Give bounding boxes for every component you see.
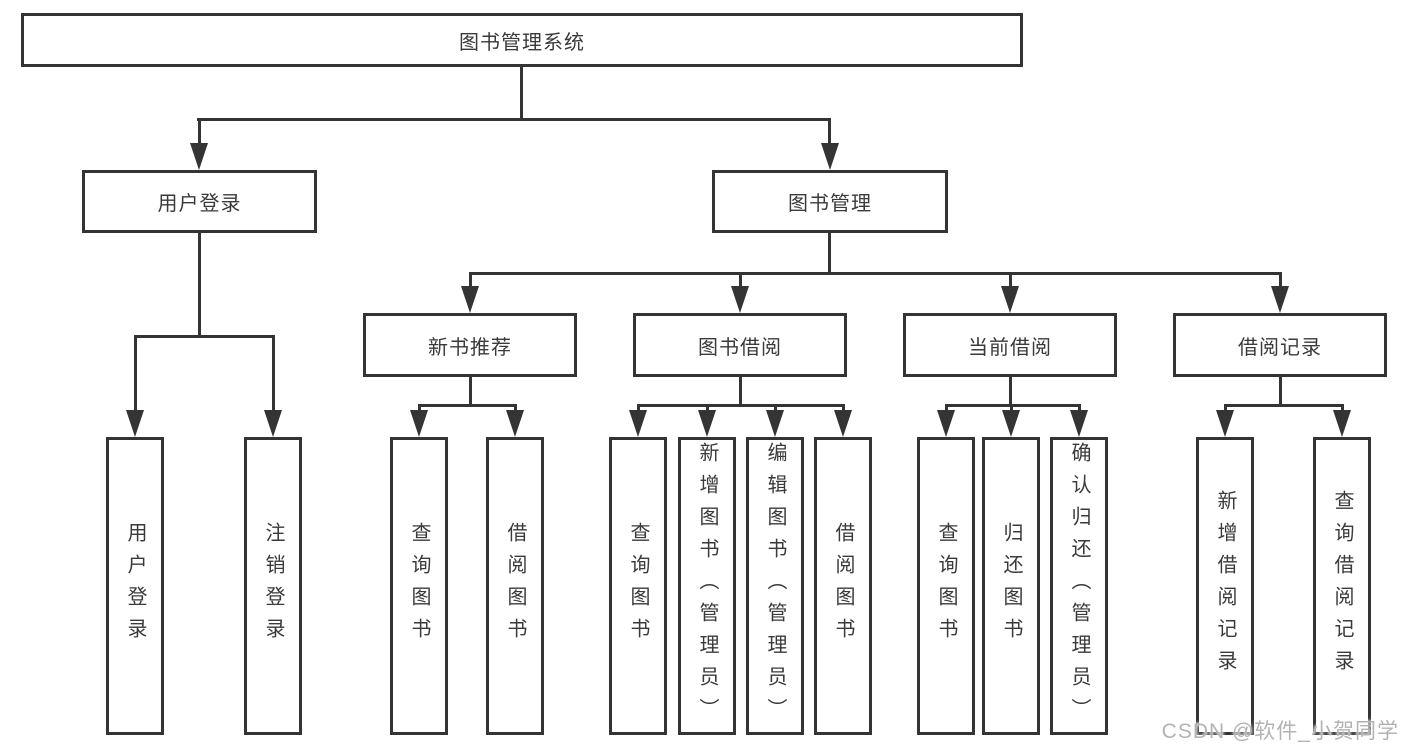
arrowhead-icon [937,410,955,437]
connector-line [774,404,777,414]
arrowhead-icon [1002,410,1020,437]
leaf-label: 注销登录 [262,522,284,650]
arrowhead-icon [698,410,716,437]
connector-line [1341,404,1344,414]
connector-line [1009,377,1012,406]
node-label: 图书管理 [788,193,872,215]
arrowhead-icon [821,143,839,170]
connector-line [418,404,421,414]
node-label: 新书推荐 [428,336,512,359]
connector-line [1224,404,1227,414]
arrowhead-icon [1271,286,1289,313]
node-book-management: 图书管理 [712,170,948,233]
arrowhead-icon [190,143,208,170]
leaf-logout: 注销登录 [244,437,302,735]
connector-line [1224,404,1343,407]
connector-line [198,233,201,335]
leaf-add-books-admin: 新增图书（管理员） [678,437,736,735]
connector-line [469,272,1282,275]
connector-line [637,404,845,407]
arrowhead-icon [506,410,524,437]
leaf-label: 编辑图书（管理员） [764,442,786,730]
leaf-query-borrow-record: 查询借阅记录 [1313,437,1371,735]
csdn-watermark: CSDN @软件_小贺同学 [1161,720,1399,743]
leaf-return-books: 归还图书 [982,437,1040,735]
connector-line [469,377,472,406]
leaf-edit-books-admin: 编辑图书（管理员） [746,437,804,735]
leaf-label: 用户登录 [124,522,146,650]
leaf-borrow-books-2: 借阅图书 [814,437,872,735]
node-label: 借阅记录 [1238,336,1322,359]
arrowhead-icon [461,286,479,313]
connector-line [1078,404,1081,414]
leaf-user-login: 用户登录 [106,437,164,735]
leaf-label: 确认归还（管理员） [1068,442,1090,730]
arrowhead-icon [629,410,647,437]
leaf-label: 查询图书 [935,522,957,650]
node-label: 图书借阅 [698,336,782,359]
node-library-management-system: 图书管理系统 [21,13,1023,67]
connector-line [739,377,742,406]
leaf-label: 借阅图书 [504,522,526,650]
node-borrowing-records: 借阅记录 [1173,313,1387,377]
connector-line [514,404,517,414]
leaf-add-borrow-record: 新增借阅记录 [1196,437,1254,735]
arrowhead-icon [126,410,144,437]
leaf-label: 查询图书 [408,522,430,650]
connector-line [134,335,275,338]
connector-line [739,272,742,290]
arrowhead-icon [834,410,852,437]
arrowhead-icon [264,410,282,437]
connector-line [134,335,137,413]
connector-line [198,118,201,148]
leaf-label: 借阅图书 [832,522,854,650]
node-new-book-recommend: 新书推荐 [363,313,577,377]
connector-line [1279,377,1282,406]
arrowhead-icon [731,286,749,313]
leaf-query-books-3: 查询图书 [917,437,975,735]
node-label: 图书管理系统 [459,31,585,54]
arrowhead-icon [766,410,784,437]
leaf-label: 归还图书 [1000,522,1022,650]
node-user-login: 用户登录 [82,170,317,233]
arrowhead-icon [1001,286,1019,313]
node-book-borrowing: 图书借阅 [633,313,847,377]
arrowhead-icon [1333,410,1351,437]
leaf-query-books-1: 查询图书 [390,437,448,735]
connector-line [828,118,831,148]
connector-line [828,233,831,272]
leaf-query-books-2: 查询图书 [609,437,667,735]
node-label: 用户登录 [157,193,242,215]
connector-line [1010,404,1013,414]
node-label: 当前借阅 [968,336,1052,359]
arrowhead-icon [1070,410,1088,437]
connector-line [842,404,845,414]
leaf-label: 新增借阅记录 [1214,490,1236,682]
connector-line [637,404,640,414]
node-current-borrowing: 当前借阅 [903,313,1117,377]
leaf-label: 新增图书（管理员） [696,442,718,730]
connector-line [945,404,948,414]
connector-line [418,404,517,407]
leaf-confirm-return-admin: 确认归还（管理员） [1050,437,1108,735]
arrowhead-icon [1216,410,1234,437]
connector-line [706,404,709,414]
leaf-label: 查询借阅记录 [1331,490,1353,682]
connector-line [520,67,523,118]
leaf-label: 查询图书 [627,522,649,650]
connector-line [469,272,472,290]
leaf-borrow-books-1: 借阅图书 [486,437,544,735]
connector-line [1009,272,1012,290]
connector-line [1279,272,1282,290]
connector-line [197,118,831,121]
connector-line [272,335,275,413]
arrowhead-icon [410,410,428,437]
